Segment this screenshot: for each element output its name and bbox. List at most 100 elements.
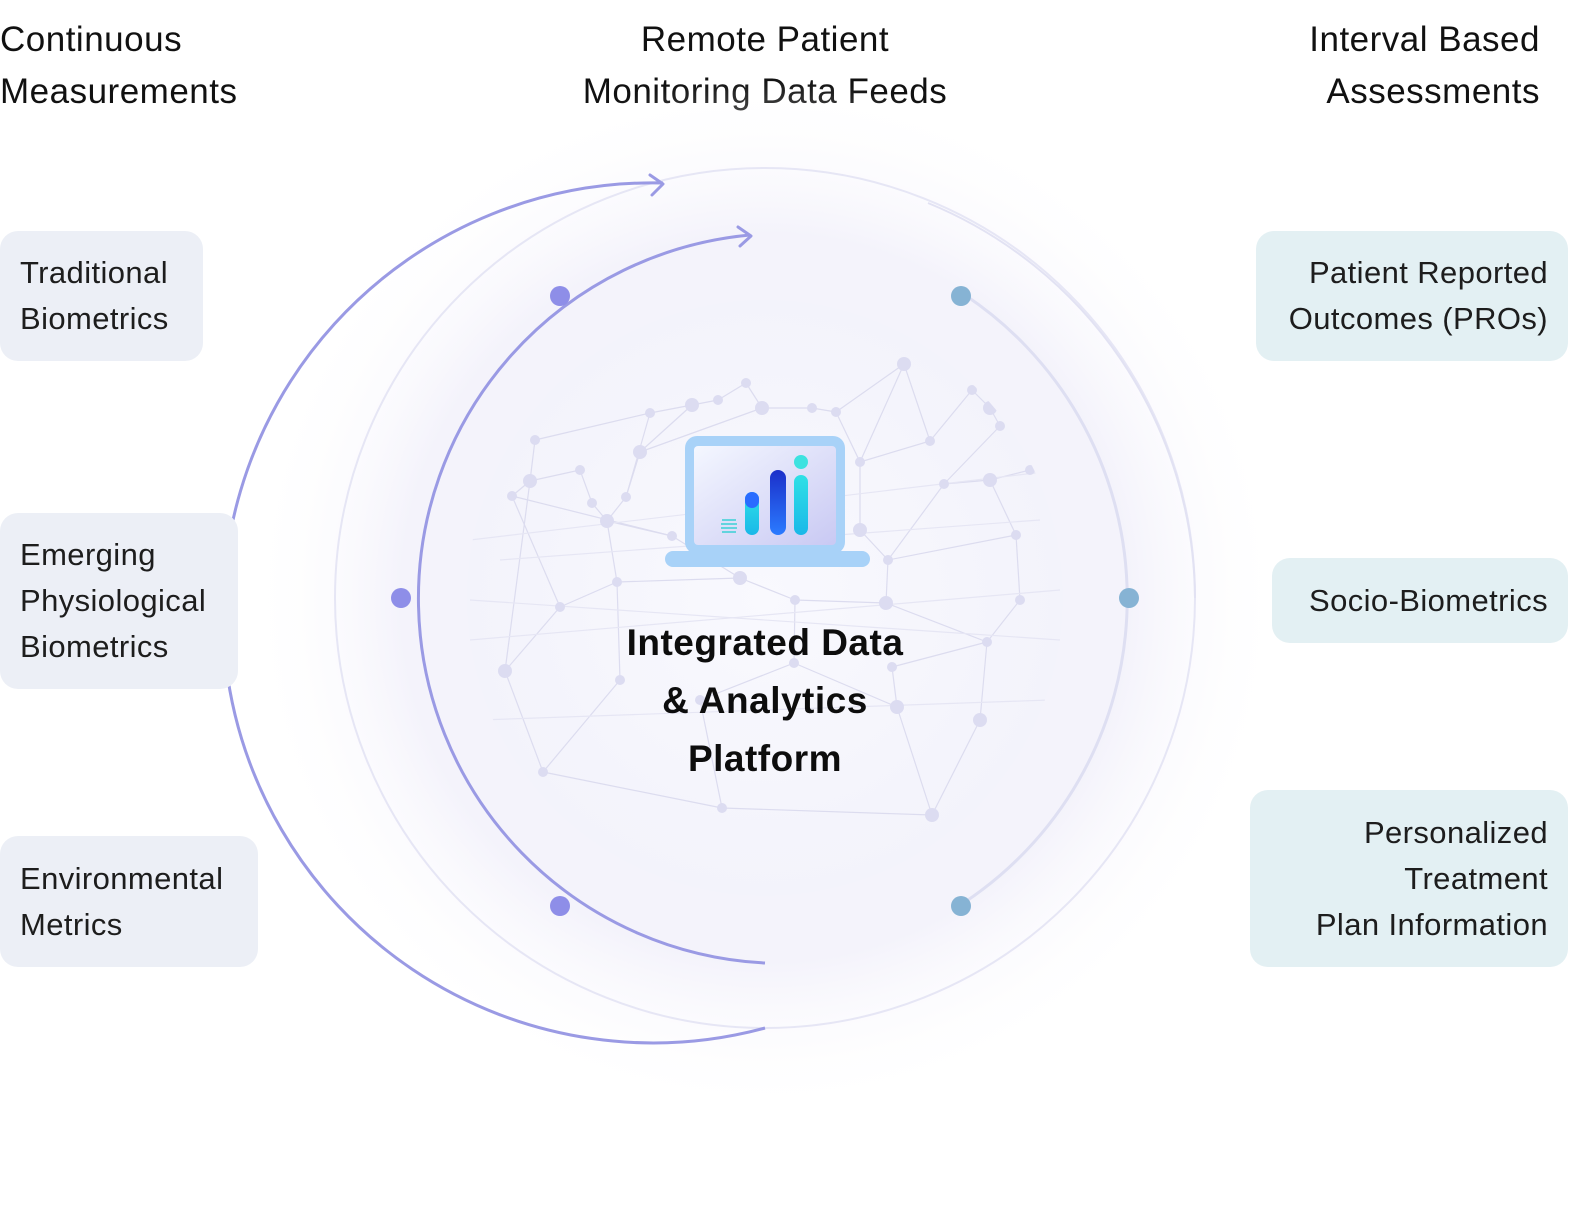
box-label: Environmental bbox=[20, 860, 224, 896]
heading-interval-based-assessments: Interval Based Assessments bbox=[1309, 14, 1540, 118]
network-edge bbox=[739, 577, 796, 601]
network-edge bbox=[579, 469, 593, 504]
network-pattern bbox=[469, 357, 1061, 822]
box-emerging-physiological-biometrics: Emerging Physiological Biometrics bbox=[0, 513, 238, 689]
network-node bbox=[983, 473, 997, 487]
network-node bbox=[733, 571, 747, 585]
network-edge bbox=[469, 599, 1061, 641]
heading-continuous-measurements: Continuous Measurements bbox=[0, 14, 237, 118]
network-edge bbox=[929, 389, 973, 442]
network-node bbox=[507, 491, 517, 501]
network-edge bbox=[885, 602, 988, 643]
node-treatment bbox=[951, 896, 971, 916]
box-label: Metrics bbox=[20, 906, 123, 942]
node-traditional bbox=[550, 286, 570, 306]
network-edge bbox=[649, 404, 693, 414]
network-edge bbox=[616, 581, 621, 681]
network-node bbox=[695, 695, 705, 705]
network-edge bbox=[793, 599, 796, 664]
inner-arrow-icon bbox=[736, 225, 753, 248]
network-node bbox=[939, 479, 949, 489]
network-edge bbox=[835, 411, 861, 463]
network-edge bbox=[529, 469, 581, 482]
heading-line: Remote Patient bbox=[640, 20, 890, 59]
box-socio-biometrics: Socio-Biometrics bbox=[1272, 558, 1568, 643]
network-edge bbox=[989, 479, 1017, 536]
inner-arc-left bbox=[416, 233, 766, 965]
heading-line: Assessments bbox=[1326, 72, 1540, 111]
platform-title-line: Integrated Data bbox=[626, 622, 904, 663]
network-edge bbox=[504, 670, 544, 773]
network-edge bbox=[931, 719, 981, 816]
network-edge bbox=[504, 606, 561, 672]
network-node bbox=[755, 401, 769, 415]
network-node bbox=[530, 435, 540, 445]
network-node bbox=[717, 803, 727, 813]
network-edge bbox=[835, 363, 905, 413]
outer-arrow-icon bbox=[648, 173, 665, 197]
network-edge bbox=[859, 363, 905, 463]
network-edge bbox=[943, 425, 1001, 485]
network-edge bbox=[721, 807, 933, 816]
network-edge bbox=[469, 589, 1061, 641]
box-traditional-biometrics: Traditional Biometrics bbox=[0, 231, 203, 361]
network-node bbox=[807, 403, 817, 413]
network-node bbox=[982, 637, 992, 647]
box-label: Plan Information bbox=[1315, 906, 1548, 942]
box-label: Emerging bbox=[20, 537, 156, 572]
network-node bbox=[887, 662, 897, 672]
heading-line: Interval Based bbox=[1309, 20, 1540, 59]
network-node bbox=[667, 531, 677, 541]
network-node bbox=[973, 713, 987, 727]
node-pro bbox=[951, 286, 971, 306]
network-edge bbox=[887, 483, 945, 561]
network-node bbox=[855, 457, 865, 467]
network-node bbox=[789, 658, 799, 668]
network-node bbox=[1015, 595, 1025, 605]
network-node bbox=[925, 436, 935, 446]
network-edge bbox=[479, 699, 1051, 721]
outer-arc-right bbox=[927, 202, 1196, 599]
network-edge bbox=[699, 662, 795, 701]
network-edge bbox=[903, 363, 931, 442]
platform-title-line: Platform bbox=[687, 738, 843, 779]
box-label: Traditional bbox=[20, 255, 168, 290]
heading-line: Continuous bbox=[0, 20, 183, 59]
network-edge bbox=[1015, 534, 1021, 601]
platform-title: Integrated Data & Analytics Platform bbox=[565, 614, 965, 788]
network-edge bbox=[717, 382, 747, 401]
network-edge bbox=[859, 440, 931, 463]
network-node bbox=[883, 555, 893, 565]
network-edge bbox=[511, 495, 561, 608]
heading-line: Measurements bbox=[0, 72, 238, 111]
network-node bbox=[879, 596, 893, 610]
box-personalized-treatment-plan: Personalized Treatment Plan Information bbox=[1250, 790, 1568, 967]
network-edge bbox=[606, 520, 673, 537]
box-label: Treatment bbox=[1404, 860, 1548, 896]
box-patient-reported-outcomes: Patient Reported Outcomes (PROs) bbox=[1256, 231, 1568, 361]
network-edge bbox=[616, 577, 741, 583]
network-node bbox=[645, 408, 655, 418]
network-edge bbox=[885, 559, 889, 604]
network-edge bbox=[559, 581, 618, 608]
network-node bbox=[615, 675, 625, 685]
network-node bbox=[831, 407, 841, 417]
network-node bbox=[890, 700, 904, 714]
box-label: Patient Reported bbox=[1308, 255, 1548, 290]
network-edge bbox=[534, 412, 651, 441]
network-node bbox=[790, 595, 800, 605]
box-environmental-metrics: Environmental Metrics bbox=[0, 836, 258, 967]
box-label: Biometrics bbox=[20, 301, 169, 336]
node-emerging bbox=[391, 588, 411, 608]
network-node bbox=[498, 664, 512, 678]
network-node bbox=[538, 767, 548, 777]
box-label: Biometrics bbox=[20, 629, 169, 664]
network-node bbox=[612, 577, 622, 587]
network-node bbox=[555, 602, 565, 612]
node-socio bbox=[1119, 588, 1139, 608]
network-edge bbox=[891, 641, 988, 668]
network-node bbox=[1025, 465, 1035, 475]
box-label: Personalized bbox=[1363, 814, 1548, 850]
network-edge bbox=[887, 534, 1017, 561]
